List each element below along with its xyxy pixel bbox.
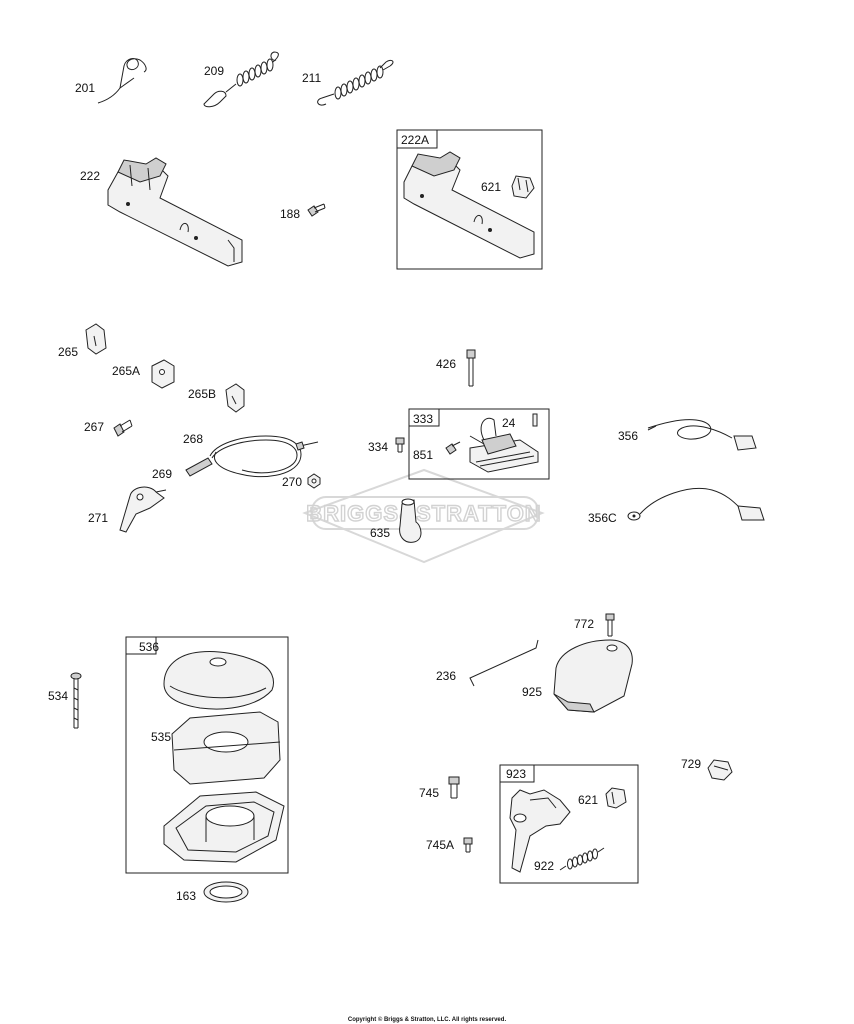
part-265[interactable] [85, 323, 107, 355]
label-265: 265 [58, 345, 78, 359]
label-745: 745 [419, 786, 439, 800]
part-268-cable[interactable] [209, 435, 319, 478]
part-333-armature[interactable] [469, 417, 539, 473]
label-922: 922 [534, 859, 554, 873]
label-534: 534 [48, 689, 68, 703]
group-tag-923 [499, 764, 535, 783]
label-209: 209 [204, 64, 224, 78]
watermark-text: BRIGGS&STRATTON [306, 501, 541, 526]
part-426[interactable] [466, 349, 476, 387]
part-922-spring[interactable] [559, 847, 605, 871]
part-635[interactable] [399, 498, 422, 543]
part-211[interactable] [317, 59, 394, 106]
part-222a-bracket[interactable] [403, 151, 535, 259]
part-269[interactable] [185, 457, 213, 477]
part-534[interactable] [70, 672, 82, 729]
label-201: 201 [75, 81, 95, 95]
part-745[interactable] [448, 776, 460, 799]
part-356c[interactable] [627, 487, 765, 521]
part-201[interactable] [97, 58, 147, 104]
label-333: 333 [413, 412, 433, 426]
label-163: 163 [176, 889, 196, 903]
label-851: 851 [413, 448, 433, 462]
label-188: 188 [280, 207, 300, 221]
label-772: 772 [574, 617, 594, 631]
label-356: 356 [618, 429, 638, 443]
part-163[interactable] [203, 881, 249, 903]
label-265b: 265B [188, 387, 216, 401]
group-box-222a [396, 129, 543, 270]
label-222: 222 [80, 169, 100, 183]
part-24-pin[interactable] [532, 413, 538, 427]
group-tag-222a [396, 129, 438, 149]
label-356c: 356C [588, 511, 617, 525]
part-334[interactable] [395, 437, 405, 453]
watermark-logo: BRIGGS&STRATTON [302, 468, 545, 564]
label-236: 236 [436, 669, 456, 683]
label-621-top: 621 [481, 180, 501, 194]
part-621-clip-923[interactable] [605, 787, 627, 809]
part-265b[interactable] [225, 383, 245, 413]
part-236[interactable] [469, 639, 539, 687]
label-745a: 745A [426, 838, 454, 852]
part-265a[interactable] [151, 359, 175, 389]
label-729: 729 [681, 757, 701, 771]
label-24: 24 [502, 416, 516, 430]
group-box-923 [499, 764, 639, 884]
part-772[interactable] [605, 613, 615, 637]
part-270[interactable] [307, 473, 321, 489]
label-536: 536 [139, 640, 159, 654]
part-188[interactable] [307, 203, 326, 217]
part-267[interactable] [113, 419, 133, 437]
label-270: 270 [282, 475, 302, 489]
part-271[interactable] [119, 486, 167, 533]
part-621-governor-clip[interactable] [511, 175, 535, 199]
copyright-notice: Copyright © Briggs & Stratton, LLC. All … [348, 1016, 507, 1023]
part-536-cover[interactable] [163, 651, 274, 710]
group-tag-333 [408, 408, 440, 427]
label-265a: 265A [112, 364, 140, 378]
label-268: 268 [183, 432, 203, 446]
label-426: 426 [436, 357, 456, 371]
part-535-filter[interactable] [171, 711, 281, 785]
part-851-terminal[interactable] [445, 441, 461, 455]
label-535: 535 [151, 730, 171, 744]
label-635: 635 [370, 526, 390, 540]
part-923-bracket[interactable] [509, 789, 571, 873]
part-222[interactable] [107, 157, 243, 267]
part-729[interactable] [707, 759, 733, 781]
group-box-333 [408, 408, 550, 480]
part-925[interactable] [553, 639, 633, 713]
part-536-base[interactable] [163, 791, 285, 863]
part-356[interactable] [647, 419, 757, 451]
label-621-box: 621 [578, 793, 598, 807]
group-box-536 [125, 636, 289, 874]
label-267: 267 [84, 420, 104, 434]
part-209[interactable] [203, 51, 279, 108]
group-tag-536 [125, 636, 157, 655]
label-271: 271 [88, 511, 108, 525]
part-745a[interactable] [463, 837, 473, 853]
label-334: 334 [368, 440, 388, 454]
label-222a: 222A [401, 133, 429, 147]
label-211: 211 [302, 71, 321, 85]
label-925: 925 [522, 685, 542, 699]
label-923: 923 [506, 767, 526, 781]
label-269: 269 [152, 467, 172, 481]
